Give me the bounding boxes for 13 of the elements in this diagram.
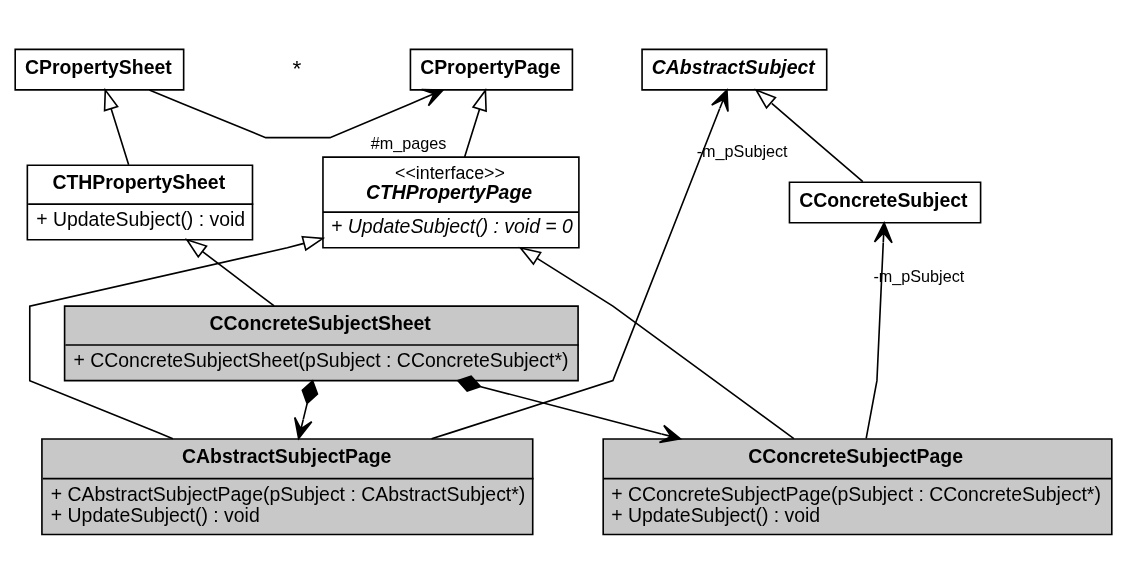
- arrow: [148, 88, 444, 139]
- arrow: [456, 375, 682, 444]
- arrow: [463, 88, 487, 158]
- arrow: [518, 246, 795, 440]
- arrow: [184, 238, 275, 307]
- arrow: [103, 87, 130, 166]
- arrow: [430, 89, 729, 440]
- arrow: [865, 222, 893, 440]
- arrow: [293, 379, 319, 440]
- edge-label: #m_pages: [370, 133, 447, 152]
- arrow: [754, 88, 864, 183]
- arrow: [28, 235, 326, 440]
- label: *: [292, 54, 302, 81]
